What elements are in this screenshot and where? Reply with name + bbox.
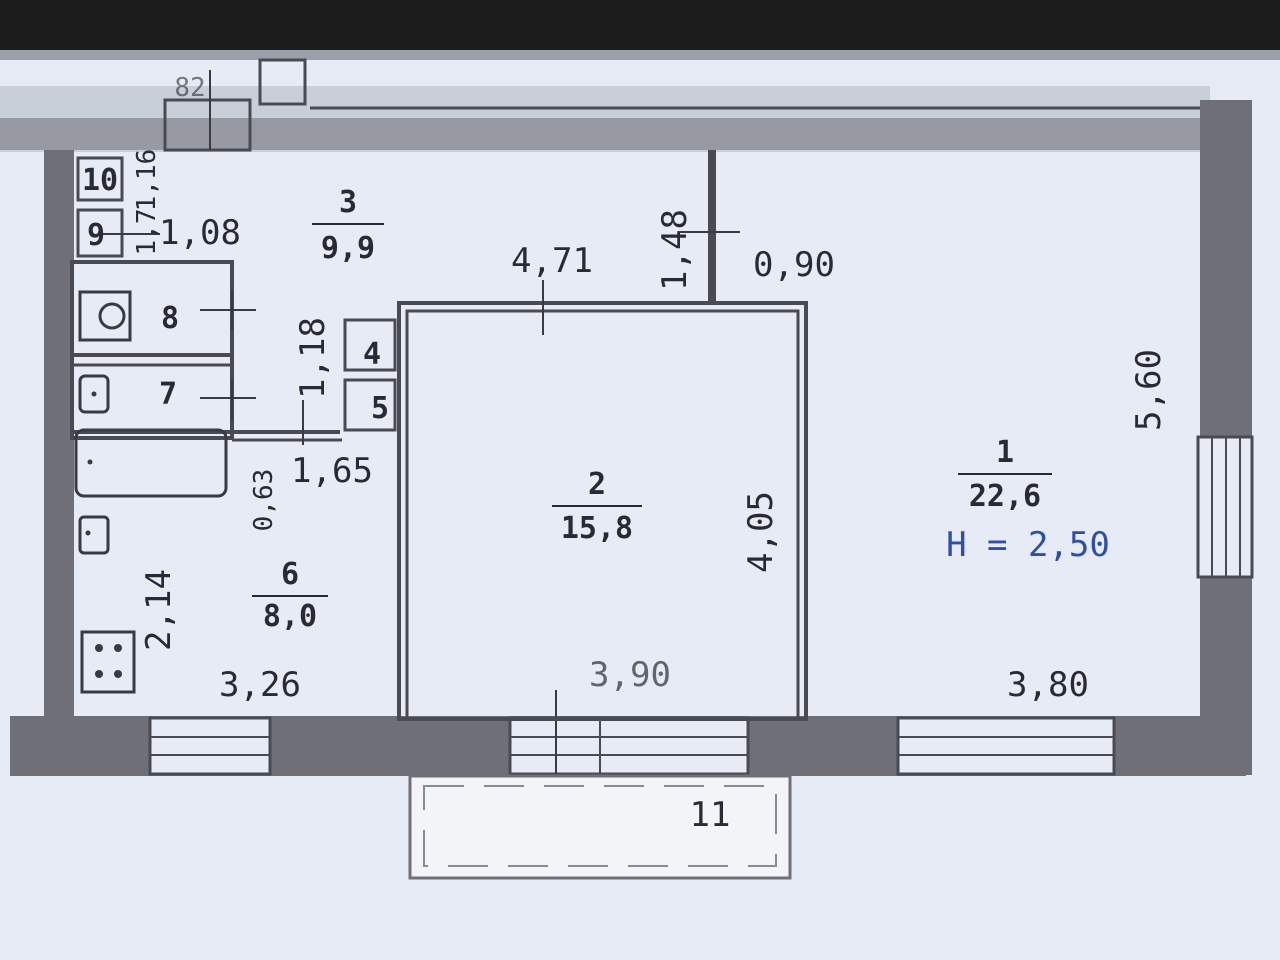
room-7-number: 7 [159,377,177,412]
room-3-number: 3 [339,185,357,220]
dim-1-08: 1,08 [159,213,241,253]
dim-0-63: 0,63 [249,469,279,532]
room-6-area: 8,0 [263,599,317,634]
room-2-area: 15,8 [561,511,633,546]
dim-4-05: 4,05 [741,491,781,573]
room-6-number: 6 [281,557,299,592]
screen-top-strip [0,50,1280,60]
top-wall [0,118,1210,150]
dim-1-18: 1,18 [293,317,333,399]
partition-wall [708,150,716,305]
dim-0-90: 0,90 [753,245,835,285]
dim-2-14: 2,14 [139,569,179,651]
room-4-number: 4 [363,337,381,372]
balcony-outline [408,774,792,880]
room-1-area: 22,6 [969,479,1041,514]
closet-4-box [343,318,397,372]
balcony-door [508,716,750,776]
dim-1-65: 1,65 [291,451,373,491]
room-2-walls-inner [405,309,800,721]
dim-4-71: 4,71 [511,241,593,281]
room-3-area: 9,9 [321,231,375,266]
vent-block-2 [258,58,307,106]
room-8-number: 8 [161,301,179,336]
screen-top-bezel [0,0,1280,50]
vent-block [163,98,252,152]
wc-block [70,260,234,440]
kitchen-sink-icon [78,515,110,555]
room-2-number: 2 [588,467,606,502]
room-11-number: 11 [690,795,731,835]
room-10-number: 10 [82,163,118,198]
ceiling-height: H = 2,50 [946,525,1110,565]
room-9-number: 9 [87,218,105,253]
stove-icon [80,630,136,694]
bottom-window-right [896,716,1116,776]
dim-3-80: 3,80 [1007,665,1089,705]
balcony-inner [423,785,777,867]
dim-1-7: 1,7 [132,209,162,256]
sink-icon [78,374,110,414]
bottom-window-left [148,716,272,776]
closet-5-box [343,378,397,432]
dim-3-26: 3,26 [219,665,301,705]
dim-1-48: 1,48 [655,209,695,291]
dim-1-16: 1,16 [132,149,162,212]
dim-5-60: 5,60 [1129,349,1169,431]
toilet-icon [78,290,132,342]
room-5-number: 5 [371,391,389,426]
left-wall [44,150,74,718]
dim-top: 82 [174,73,205,103]
room-10-box [76,156,124,202]
room-1-number: 1 [996,435,1014,470]
bathtub-icon [74,428,228,498]
dim-3-90: 3,90 [589,655,671,695]
